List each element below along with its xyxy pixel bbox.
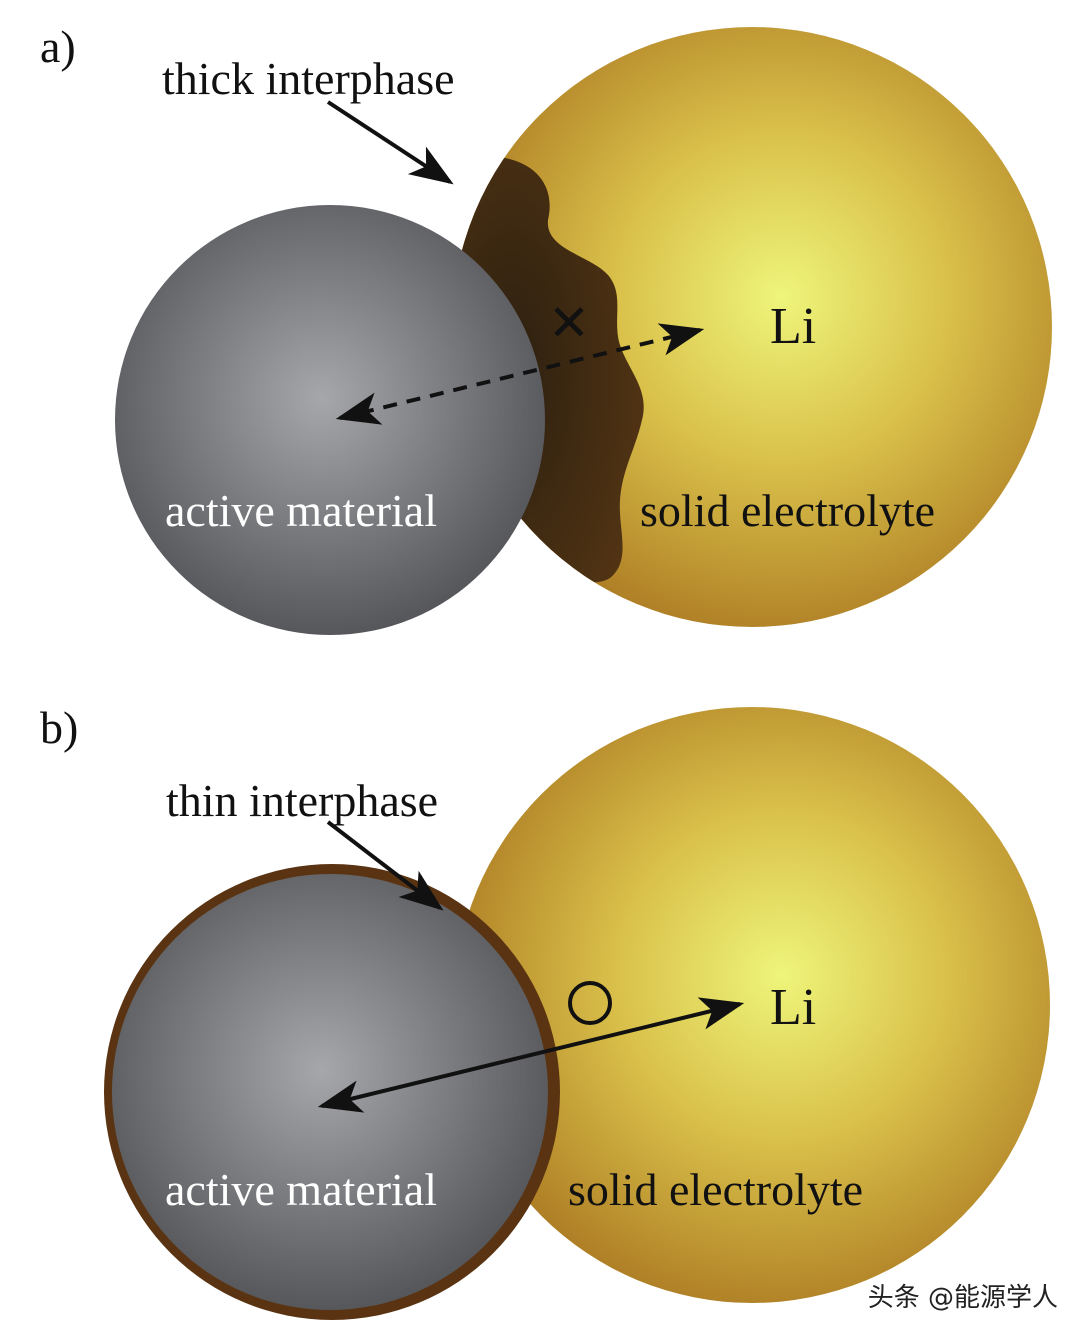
solid-electrolyte-sphere-b [454,707,1050,1303]
active-material-sphere-b [112,874,548,1310]
li-path-dashed [335,323,705,425]
solid-electrolyte-label-b: solid electrolyte [568,1164,863,1215]
li-label-a: Li [770,298,816,355]
cross-mark-icon: ✕ [548,294,590,352]
thin-interphase-label: thin interphase [166,775,438,826]
panel-b-label: b) [40,702,78,753]
thick-interphase-pointer [326,100,454,185]
panel-a-label: a) [40,21,76,72]
active-material-label-a: active material [165,485,437,536]
solid-electrolyte-label-a: solid electrolyte [640,485,935,536]
thick-interphase-label: thick interphase [162,53,455,104]
thin-interphase-pointer [326,820,444,911]
active-material-sphere-a [115,205,545,635]
li-label-b: Li [770,979,816,1036]
panel-b: b) thin interphase Li active material so… [40,702,1050,1320]
li-path-solid [317,997,745,1113]
panel-a: a) thick interphase ✕ Li active material… [40,21,1052,635]
active-material-label-b: active material [165,1164,437,1215]
watermark: 头条 @能源学人 [867,1283,1058,1313]
circle-mark-icon [568,981,612,1025]
